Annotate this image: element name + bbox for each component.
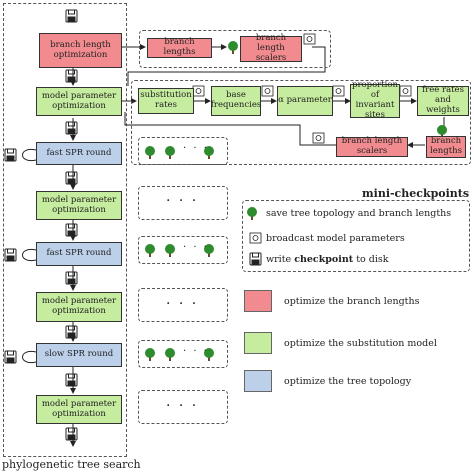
legend-write-pre: write [266, 254, 292, 265]
branch-length-scalers-box: branch length scalers [240, 33, 302, 63]
legend-swatch-green [244, 332, 272, 354]
legend-optimize-topology: optimize the tree topology [284, 376, 412, 387]
branch-length-scalers-box-2: branch length scalers [336, 136, 408, 157]
ellipsis-1: · · · [183, 143, 209, 154]
legend-optimize-model: optimize the substitution model [284, 338, 437, 349]
branch-lengths-box: branch lengths [147, 37, 212, 58]
legend-write-bold: checkpoint [294, 254, 354, 265]
floppy-icons [4, 9, 262, 441]
branch-length-optimization-box: branch length optimization [39, 33, 122, 68]
tree-search-frame [3, 3, 127, 457]
substitution-rates-box: substitution rates [138, 88, 194, 114]
ellipsis-2: · · · [166, 193, 199, 209]
fast-spr-round-box-2: fast SPR round [36, 242, 122, 266]
ellipsis-6: · · · [166, 398, 199, 414]
model-parameter-optimization-box-3: model parameter optimization [36, 292, 122, 322]
legend-frame [242, 200, 470, 272]
model-parameter-optimization-box-4: model parameter optimization [36, 395, 122, 424]
base-frequencies-box: base frequencies [211, 86, 261, 116]
legend-optimize-branch: optimize the branch lengths [284, 296, 420, 307]
model-parameter-optimization-box-2: model parameter optimization [36, 191, 122, 220]
ellipsis-3: · · · [183, 242, 209, 253]
legend-title: mini-checkpoints [362, 187, 470, 200]
branch-length-detail-group [139, 30, 331, 68]
alpha-parameter-box: α parameter [277, 86, 333, 116]
checkpoint-row-4 [138, 288, 228, 322]
model-parameter-detail-group [131, 80, 471, 165]
model-parameter-optimization-box-1: model parameter optimization [36, 87, 122, 116]
ellipsis-5: · · · [183, 346, 209, 357]
ellipsis-4: · · · [166, 296, 199, 312]
slow-spr-round-box: slow SPR round [36, 343, 122, 367]
checkpoint-row-1 [138, 137, 228, 165]
legend-save-tree: save tree topology and branch lengths [266, 208, 452, 219]
fast-spr-round-box-1: fast SPR round [36, 142, 122, 165]
tree-icons [145, 41, 447, 361]
checkpoint-row-6 [138, 390, 228, 424]
proportion-invariant-sites-box: proportion of invariant sites [350, 81, 400, 120]
branch-lengths-box-2: branch lengths [426, 136, 466, 158]
checkpoint-row-2 [138, 186, 228, 220]
legend-swatch-blue [244, 370, 272, 392]
checkpoint-row-5 [138, 340, 228, 368]
free-rates-weights-box: free rates and weights [417, 85, 469, 116]
checkpoint-row-3 [138, 236, 228, 264]
tree-search-label: phylogenetic tree search [2, 458, 141, 471]
legend-write-post: to disk [356, 254, 389, 265]
legend-swatch-red [244, 290, 272, 312]
legend-broadcast: broadcast model parameters [266, 233, 405, 244]
legend-write: write checkpoint to disk [266, 254, 389, 265]
